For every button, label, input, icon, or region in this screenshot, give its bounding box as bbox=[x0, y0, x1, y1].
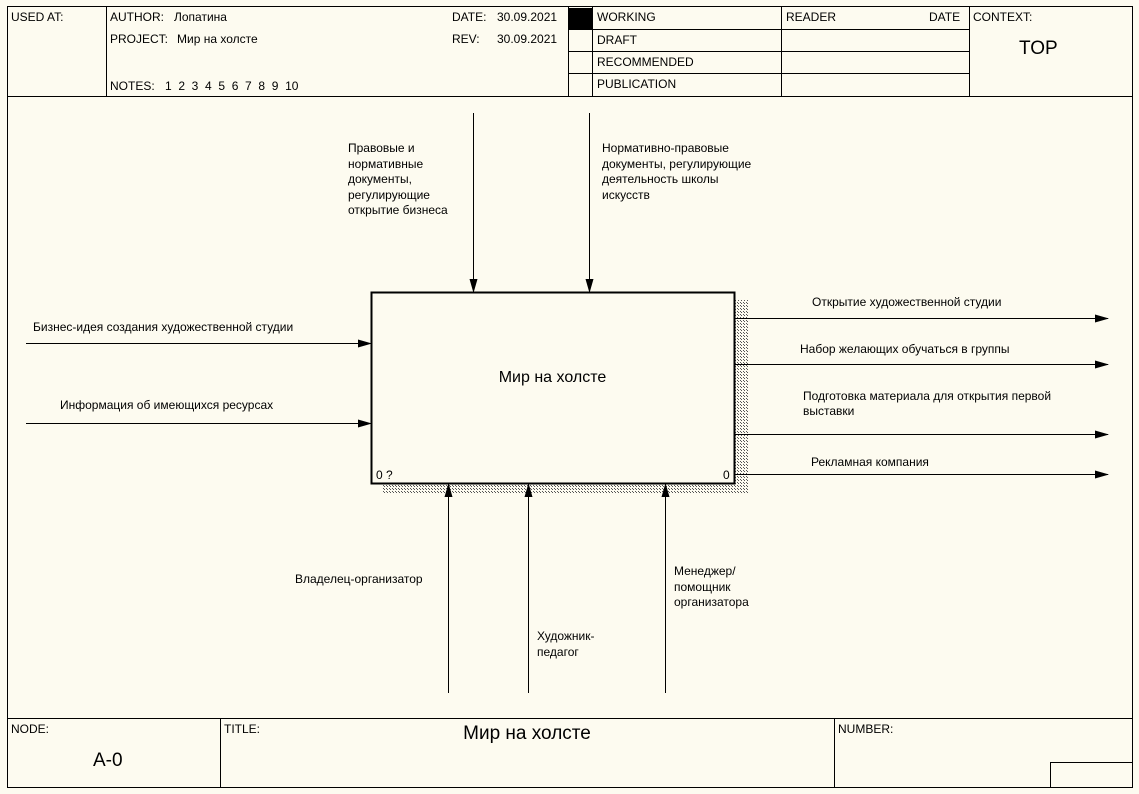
control-label-1: Правовые и нормативные документы, регули… bbox=[348, 141, 448, 217]
used-at-label: USED AT: bbox=[11, 10, 64, 24]
rev-value: 30.09.2021 bbox=[497, 32, 558, 46]
mechanism-label-2: Художник-педагог bbox=[537, 629, 595, 659]
rev-label: REV: bbox=[452, 32, 480, 46]
status-recommended: RECOMMENDED bbox=[597, 55, 694, 69]
context-value: TOP bbox=[1019, 38, 1058, 59]
control-label-2: Нормативно-правовые документы, регулирую… bbox=[602, 141, 752, 202]
footer-grid bbox=[7, 718, 1133, 788]
date-label: DATE: bbox=[452, 10, 487, 24]
footer-title: Мир на холсте bbox=[463, 723, 591, 744]
activity-box-shadow bbox=[382, 300, 748, 494]
context-label: CONTEXT: bbox=[973, 10, 1033, 24]
title-label: TITLE: bbox=[224, 722, 261, 736]
project-value: Мир на холсте bbox=[177, 32, 258, 46]
reader-date-label: DATE bbox=[929, 10, 961, 24]
activity-box-title: Мир на холсте bbox=[498, 369, 607, 386]
mechanism-label-1: Владелец-организатор bbox=[295, 572, 423, 586]
output-label-4: Рекламная компания bbox=[811, 455, 929, 469]
status-publication: PUBLICATION bbox=[597, 77, 677, 91]
activity-box bbox=[370, 291, 736, 485]
author-value: Лопатина bbox=[174, 10, 227, 24]
status-draft: DRAFT bbox=[597, 33, 637, 47]
author-label: AUTHOR: bbox=[110, 10, 164, 24]
input-label-1: Бизнес-идея создания художественной студ… bbox=[33, 320, 294, 334]
status-working: WORKING bbox=[597, 10, 656, 24]
node-value: A-0 bbox=[93, 750, 123, 771]
mechanism-label-3: Менеджер/ помощник организатора bbox=[674, 564, 749, 609]
output-label-2: Набор желающих обучаться в группы bbox=[800, 342, 1010, 356]
project-label: PROJECT: bbox=[110, 32, 169, 46]
notes-label: NOTES: bbox=[110, 79, 155, 93]
output-label-1: Открытие художественной студии bbox=[812, 295, 1002, 309]
activity-box-left-code: 0 ? bbox=[376, 468, 393, 482]
input-label-2: Информация об имеющихся ресурсах bbox=[60, 398, 274, 412]
node-label: NODE: bbox=[11, 722, 50, 736]
page-frame bbox=[7, 6, 1133, 788]
activity-box-right-code: 0 bbox=[723, 468, 730, 482]
working-status-marker bbox=[569, 8, 592, 29]
notes-value: 1 2 3 4 5 6 7 8 9 10 bbox=[165, 79, 299, 93]
reader-label: READER bbox=[786, 10, 837, 24]
header-grid bbox=[7, 7, 1133, 97]
output-label-3: Подготовка материала для открытия первой… bbox=[803, 389, 1052, 418]
date-value: 30.09.2021 bbox=[497, 10, 558, 24]
number-label: NUMBER: bbox=[838, 722, 894, 736]
